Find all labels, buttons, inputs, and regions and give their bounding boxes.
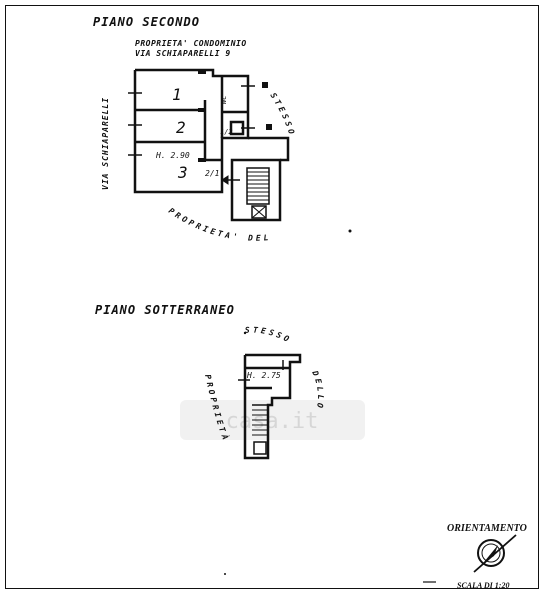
watermark-text: casa.it [226,409,319,434]
owner-line: PROPRIETA' CONDOMINIO [135,39,247,48]
room-3-label: 3 [177,163,188,182]
watermark: casa.it [180,400,365,440]
side-label-same: STESSO [268,91,296,138]
basement-height-label: H. 2.75 [246,371,281,380]
orientation-title: ORIENTAMENTO [447,523,527,534]
side-label-same-path: STESSO [268,91,293,138]
stray-marks [224,229,352,575]
second-floor-title: PIANO SECONDO [93,15,200,29]
basement-label-top-path: STESSO [245,325,291,345]
second-floor-plan [128,68,290,222]
small-label-b: 1/2 [220,128,233,136]
room-1-label: 1 [172,85,182,104]
basement-label-top: STESSO [245,325,294,345]
room-2-label: 2 [176,118,186,137]
second-floor-height-label: H. 2.90 [155,151,190,160]
basement-plan [238,353,302,460]
small-label-wc: WC [220,95,228,104]
address-line: VIA SCHIAPARELLI 9 [135,49,231,58]
street-label: VIA SCHIAPARELLI [101,97,110,190]
compass-icon [423,534,517,583]
scale-label: SCALA DI 1:20 [457,581,510,590]
basement-title: PIANO SOTTERRANEO [95,303,235,317]
second-floor-marks [198,70,272,162]
small-label-a: 2/1 [205,169,219,178]
sheet-border [5,5,539,589]
